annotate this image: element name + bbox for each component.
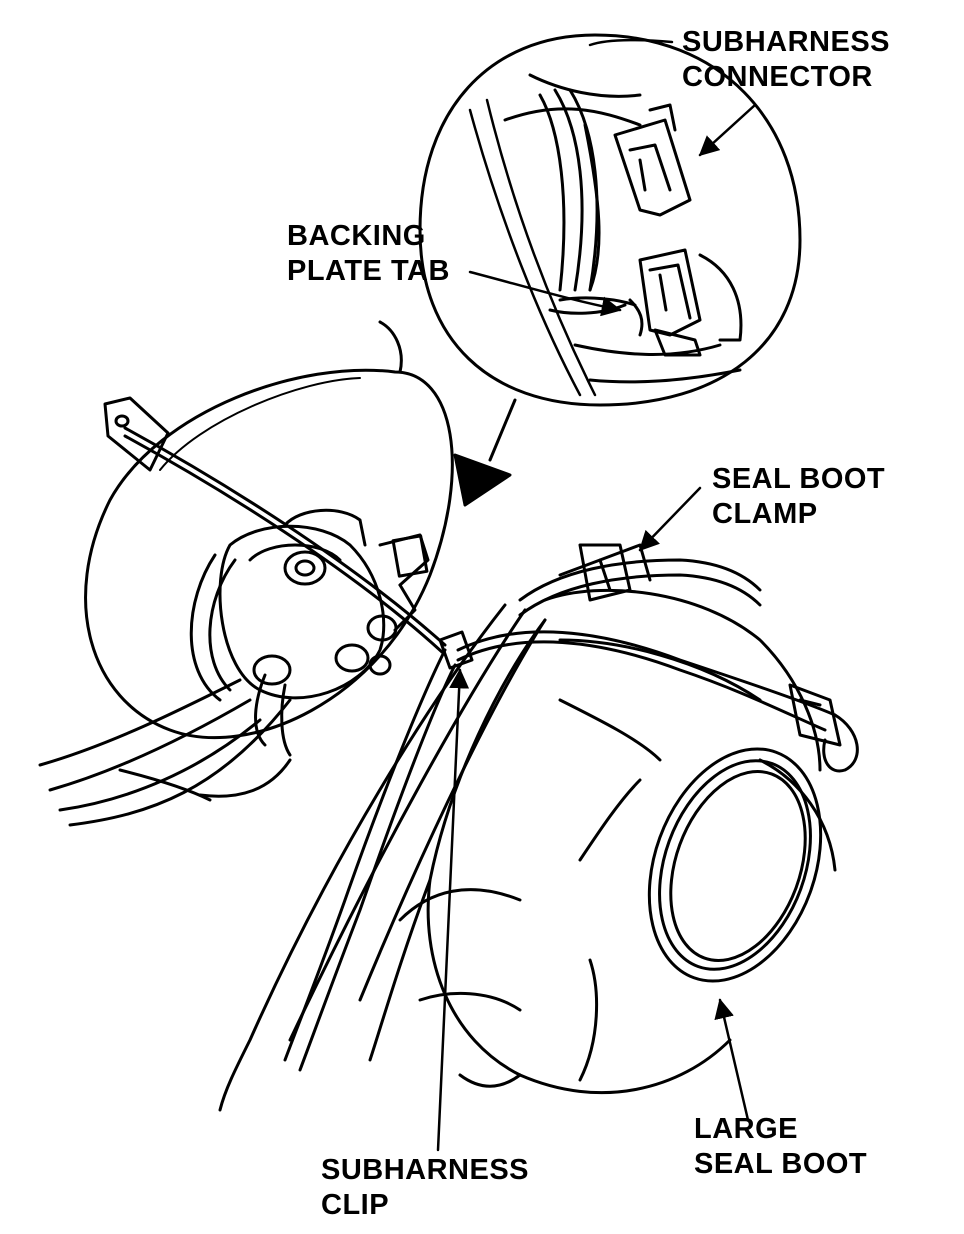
drive-shaft [218, 603, 547, 1112]
label-large-seal-boot: LARGE SEAL BOOT [694, 1113, 868, 1180]
label-backing-plate-tab: BACKING PLATE TAB [287, 220, 450, 287]
detail-inset [418, 33, 802, 407]
plate-mounting-tab [103, 396, 170, 472]
seal-boot-clamp-shape [518, 543, 762, 617]
hub-assembly [218, 508, 430, 700]
label-seal-boot-clamp: SEAL BOOT CLAMP [712, 463, 886, 530]
boot-right-clip [788, 683, 842, 747]
inset-pointer-arrow [453, 398, 517, 507]
label-subharness-connector: SUBHARNESS CONNECTOR [682, 26, 891, 93]
seal-boot-body [368, 588, 837, 1094]
brake-lines [38, 553, 292, 827]
subharness-clip-shape [438, 630, 474, 670]
leader-lines [436, 38, 757, 1152]
label-subharness-clip: SUBHARNESS CLIP [321, 1154, 530, 1221]
backing-plate [84, 320, 454, 740]
